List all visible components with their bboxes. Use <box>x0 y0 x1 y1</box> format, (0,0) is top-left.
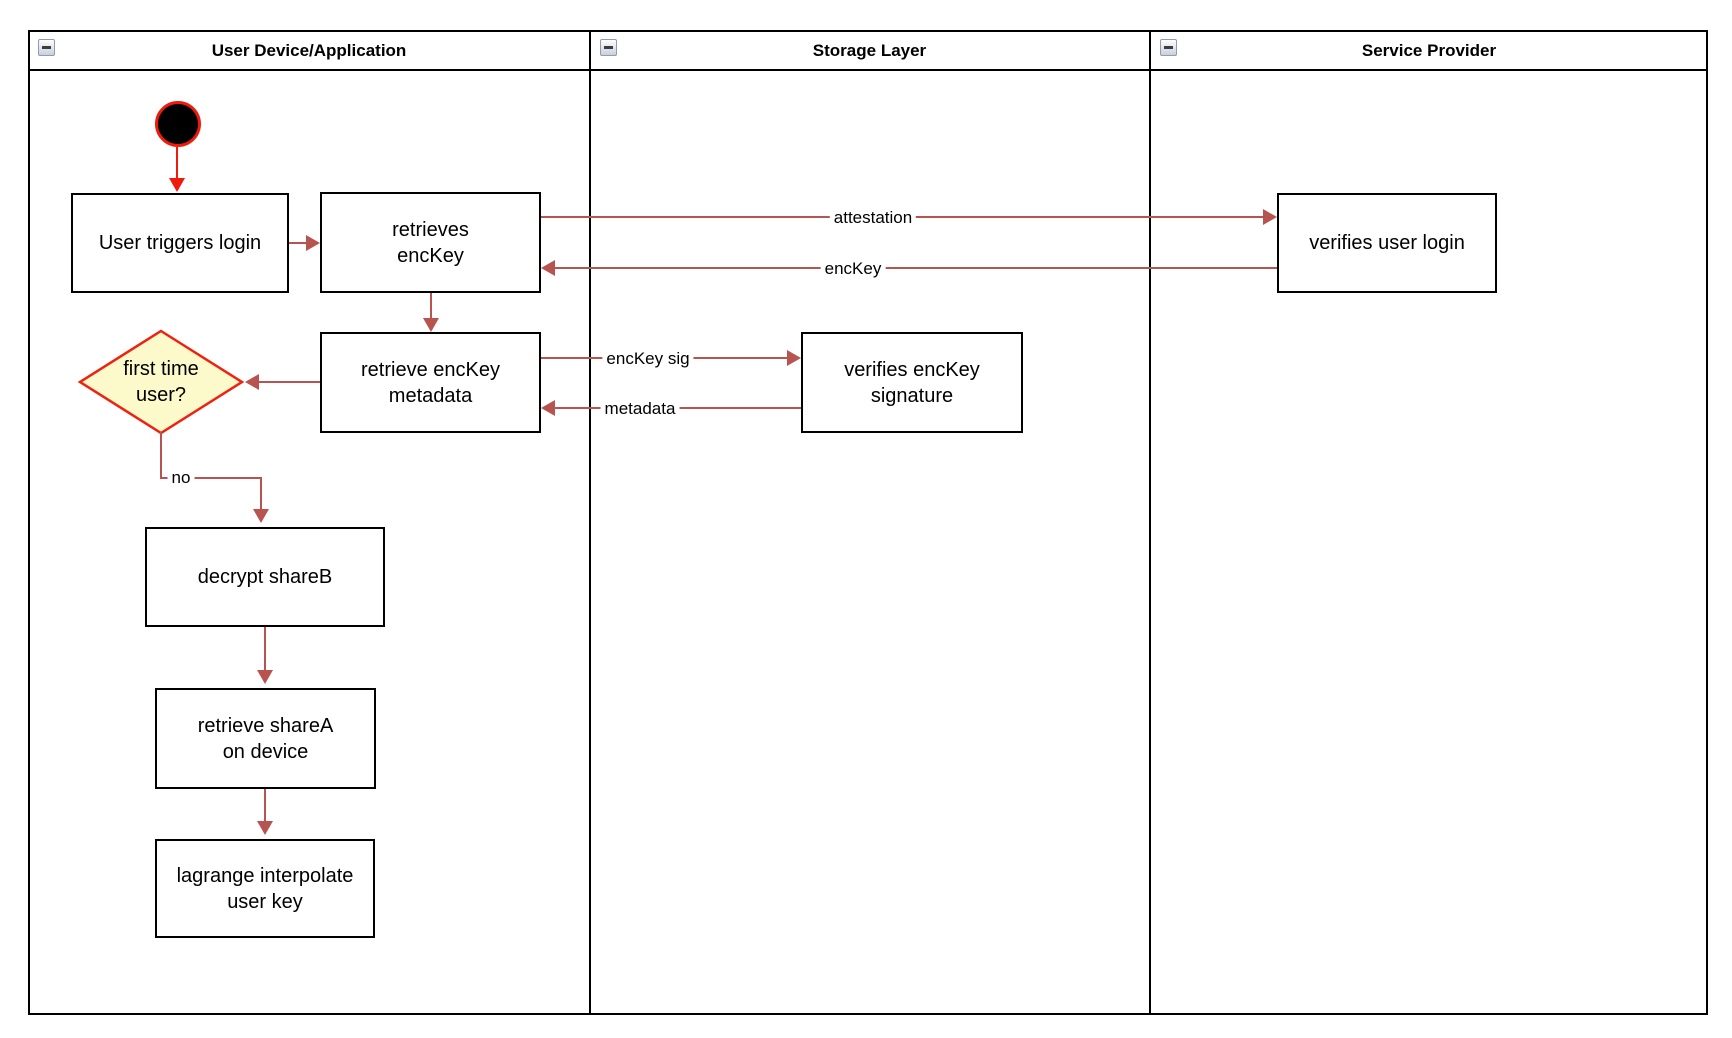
lane-header-divider <box>28 69 1708 71</box>
lane-title-service-provider: Service Provider <box>1361 40 1497 60</box>
edge-no-line <box>260 477 262 510</box>
arrowhead-down-icon <box>257 670 273 684</box>
node-decrypt-shareb[interactable]: decrypt shareB <box>145 527 385 627</box>
arrowhead-left-icon <box>541 260 555 276</box>
lane-title-user-device: User Device/Application <box>211 40 407 60</box>
lane-separator-2 <box>1149 30 1151 1015</box>
edge-enckey-return-line <box>555 267 1277 269</box>
minus-bar <box>42 46 51 49</box>
arrowhead-down-icon <box>257 821 273 835</box>
edge-label-no[interactable]: no <box>167 468 195 488</box>
arrowhead-right-icon <box>1263 209 1277 225</box>
minus-bar <box>604 46 613 49</box>
node-retrieve-enckey-metadata[interactable]: retrieve encKey metadata <box>320 332 541 433</box>
edge-label-enckey-sig[interactable]: encKey sig <box>602 349 694 369</box>
node-retrieve-sharea[interactable]: retrieve shareA on device <box>155 688 376 789</box>
collapse-minus-icon[interactable] <box>600 39 617 56</box>
decision-label: first time user? <box>123 358 199 406</box>
edge-no-line <box>160 477 262 479</box>
minus-bar <box>1164 46 1173 49</box>
arrowhead-down-icon <box>253 509 269 523</box>
edge-enckey-down-line <box>430 293 432 319</box>
lane-separator-1 <box>589 30 591 1015</box>
collapse-minus-icon[interactable] <box>38 39 55 56</box>
node-retrieves-enckey[interactable]: retrieves encKey <box>320 192 541 293</box>
arrowhead-right-icon <box>306 235 320 251</box>
arrowhead-left-icon <box>541 400 555 416</box>
edge-label-attestation[interactable]: attestation <box>829 208 917 228</box>
lane-title-storage-layer: Storage Layer <box>812 40 927 60</box>
arrowhead-left-icon <box>245 374 259 390</box>
edge-to-decision-line <box>259 381 320 383</box>
arrowhead-down-icon <box>169 178 185 192</box>
node-verifies-user-login[interactable]: verifies user login <box>1277 193 1497 293</box>
initial-node[interactable] <box>155 101 201 147</box>
edge-shareb-down-line <box>264 627 266 671</box>
arrowhead-right-icon <box>787 350 801 366</box>
edge-label-metadata[interactable]: metadata <box>600 399 680 419</box>
node-lagrange-interpolate[interactable]: lagrange interpolate user key <box>155 839 375 938</box>
edge-sharea-down-line <box>264 789 266 822</box>
edge-label-enckey[interactable]: encKey <box>820 259 886 279</box>
edge-login-line <box>289 242 307 244</box>
node-user-triggers-login[interactable]: User triggers login <box>71 193 289 293</box>
arrowhead-down-icon <box>423 318 439 332</box>
edge-no-line <box>160 432 162 479</box>
collapse-minus-icon[interactable] <box>1160 39 1177 56</box>
edge-start-line <box>176 147 178 178</box>
node-verifies-enckey-signature[interactable]: verifies encKey signature <box>801 332 1023 433</box>
